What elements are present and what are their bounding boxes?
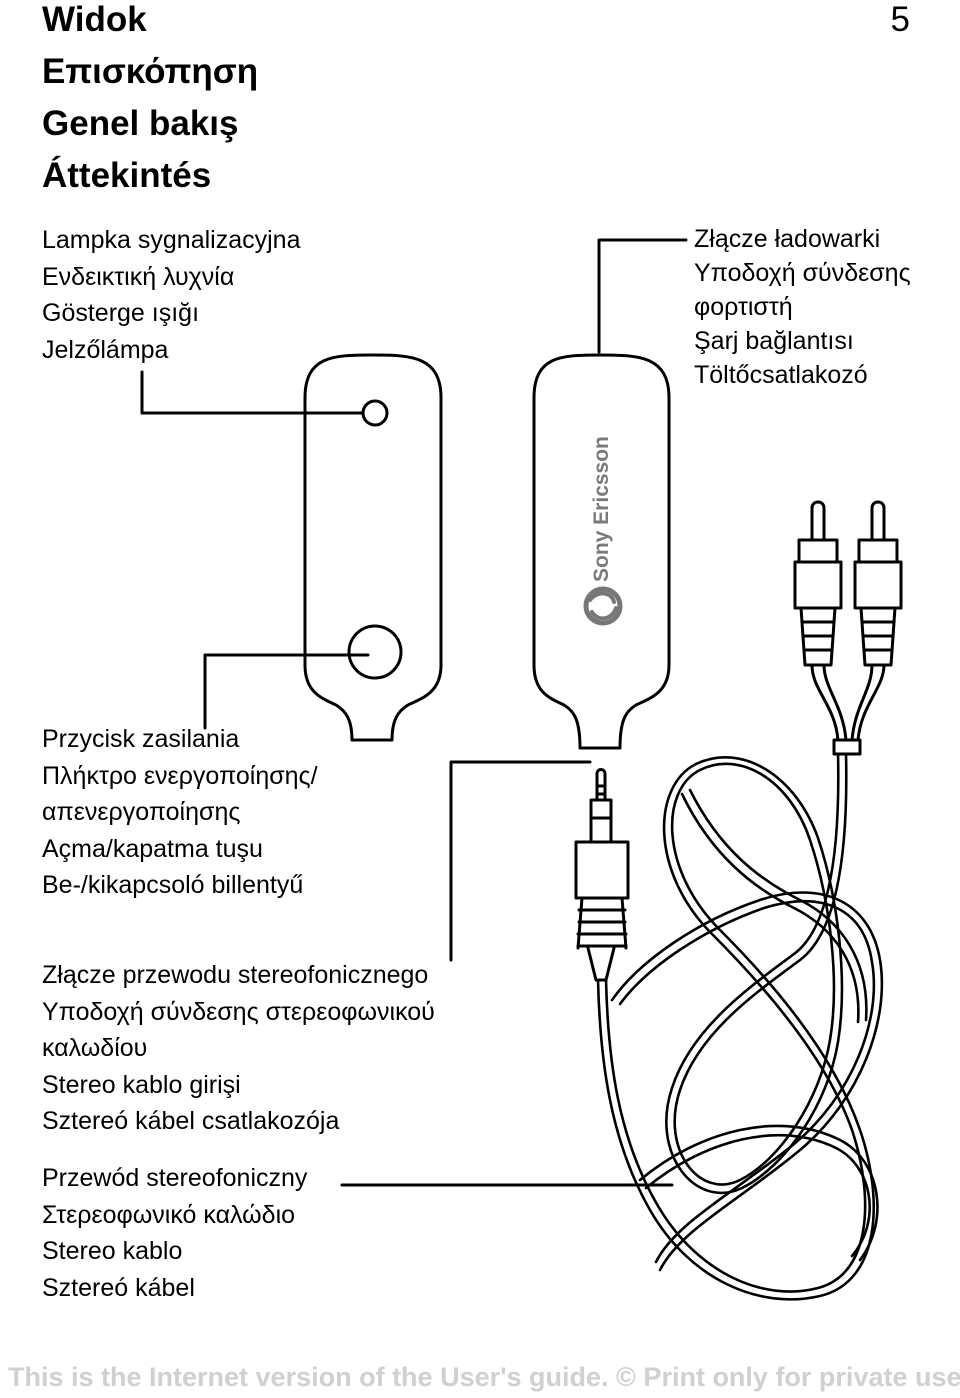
audio-jack-plug xyxy=(574,768,630,982)
charger-callout-line xyxy=(597,238,688,354)
footer-disclaimer: This is the Internet version of the User… xyxy=(8,1362,960,1392)
heading-hungarian: Áttekintés xyxy=(42,156,212,195)
stereo-connector-callout-line xyxy=(449,760,592,962)
stereo-connector-label: Złącze przewodu stereofonicznego Υποδοχή… xyxy=(42,961,435,1135)
indicator-callout-line xyxy=(140,370,364,415)
heading-turkish: Genel bakış xyxy=(42,104,239,143)
rca-plugs xyxy=(793,500,903,756)
power-key-button xyxy=(347,624,403,680)
stereo-cable-label: Przewód stereofoniczny Στερεοφωνικό καλώ… xyxy=(42,1164,308,1302)
indicator-light-icon xyxy=(361,399,389,427)
stereo-cable-coil xyxy=(596,752,884,1301)
power-key-label: Przycisk zasilania Πλήκτρο ενεργοποίησης… xyxy=(42,725,318,899)
heading-polish: Widok xyxy=(42,0,147,39)
power-key-callout-line xyxy=(203,653,370,730)
sony-ericsson-logo-icon xyxy=(583,586,623,626)
charger-connector-label: Złącze ładowarki Υποδοχή σύνδεσης φορτισ… xyxy=(694,225,911,389)
page-number: 5 xyxy=(890,0,910,39)
device-back-body xyxy=(303,353,443,742)
heading-greek: Επισκόπηση xyxy=(42,52,259,91)
indicator-light-label: Lampka sygnalizacyjna Ενδεικτική λυχνία … xyxy=(42,226,301,364)
device-brand-text: Sony Ericsson xyxy=(590,436,613,582)
device-front-body xyxy=(532,353,671,750)
